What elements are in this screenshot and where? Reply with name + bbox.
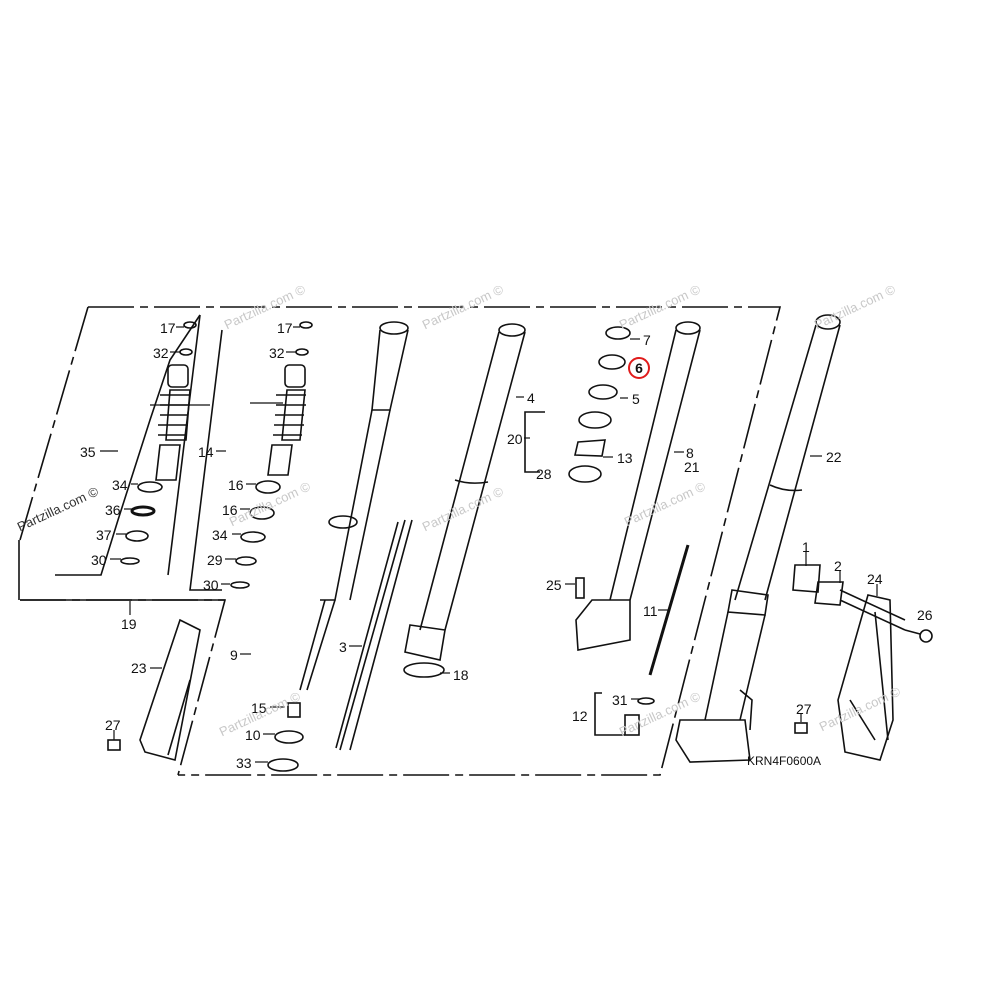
- callout-26[interactable]: 26: [917, 607, 933, 623]
- callout-7[interactable]: 7: [643, 332, 651, 348]
- callout-14[interactable]: 14: [198, 444, 214, 460]
- diagram-code: KRN4F0600A: [747, 754, 822, 768]
- callout-12[interactable]: 12: [572, 708, 588, 724]
- callout-1[interactable]: 1: [802, 539, 810, 555]
- damper-valve-14: [267, 364, 306, 476]
- fork-spring-3: [335, 519, 413, 751]
- bolt-27-left: [107, 739, 121, 751]
- callout-21[interactable]: 21: [684, 459, 700, 475]
- callout-34-a[interactable]: 34: [112, 477, 128, 493]
- callout-32-b[interactable]: 32: [269, 345, 285, 361]
- fork-guard-23: [139, 618, 201, 761]
- callout-30-a[interactable]: 30: [91, 552, 107, 568]
- damper-valve-35: [155, 364, 191, 481]
- callout-24[interactable]: 24: [867, 571, 883, 587]
- callout-28[interactable]: 28: [536, 466, 552, 482]
- callout-35[interactable]: 35: [80, 444, 96, 460]
- fork-cartridge-9: [267, 321, 409, 772]
- callout-17-a[interactable]: 17: [160, 320, 176, 336]
- outer-tube-4: [403, 323, 526, 678]
- callout-3[interactable]: 3: [339, 639, 347, 655]
- callout-8[interactable]: 8: [686, 445, 694, 461]
- callout-10[interactable]: 10: [245, 727, 261, 743]
- callout-6-highlighted[interactable]: 6: [628, 357, 650, 379]
- callout-13[interactable]: 13: [617, 450, 633, 466]
- callout-29[interactable]: 29: [207, 552, 223, 568]
- callout-9[interactable]: 9: [230, 647, 238, 663]
- bolt-25: [575, 577, 585, 599]
- callout-15[interactable]: 15: [251, 700, 267, 716]
- callout-2[interactable]: 2: [834, 558, 842, 574]
- callout-22[interactable]: 22: [826, 449, 842, 465]
- fork-guard-24: [837, 594, 894, 761]
- callout-27-a[interactable]: 27: [105, 717, 121, 733]
- callout-25[interactable]: 25: [546, 577, 562, 593]
- drain-bolt-12: [594, 692, 655, 736]
- callout-18[interactable]: 18: [453, 667, 469, 683]
- rod-11: [648, 544, 690, 676]
- callout-32-a[interactable]: 32: [153, 345, 169, 361]
- callout-11[interactable]: 11: [643, 603, 658, 619]
- callout-31[interactable]: 31: [612, 692, 628, 708]
- callout-5[interactable]: 5: [632, 391, 640, 407]
- callout-30-b[interactable]: 30: [203, 577, 219, 593]
- callout-37[interactable]: 37: [96, 527, 112, 543]
- callout-16-b[interactable]: 16: [222, 502, 238, 518]
- callout-16-a[interactable]: 16: [228, 477, 244, 493]
- bolt-26: [904, 629, 933, 643]
- inner-tube-8: [575, 321, 701, 651]
- steering-stem-parts: [524, 326, 631, 483]
- callout-17-b[interactable]: 17: [277, 320, 293, 336]
- callout-4[interactable]: 4: [527, 390, 535, 406]
- callout-20[interactable]: 20: [507, 431, 523, 447]
- callout-33[interactable]: 33: [236, 755, 252, 771]
- outer-tube-22: [675, 314, 841, 763]
- leader-lines: [100, 326, 878, 763]
- guard-bracket-1-2: [792, 564, 906, 631]
- callout-36[interactable]: 36: [105, 502, 121, 518]
- callout-27-b[interactable]: 27: [796, 701, 812, 717]
- callout-19[interactable]: 19: [121, 616, 137, 632]
- bolt-27-right: [794, 722, 808, 734]
- callout-34-b[interactable]: 34: [212, 527, 228, 543]
- group-14-frame: [189, 329, 223, 591]
- callout-23[interactable]: 23: [131, 660, 147, 676]
